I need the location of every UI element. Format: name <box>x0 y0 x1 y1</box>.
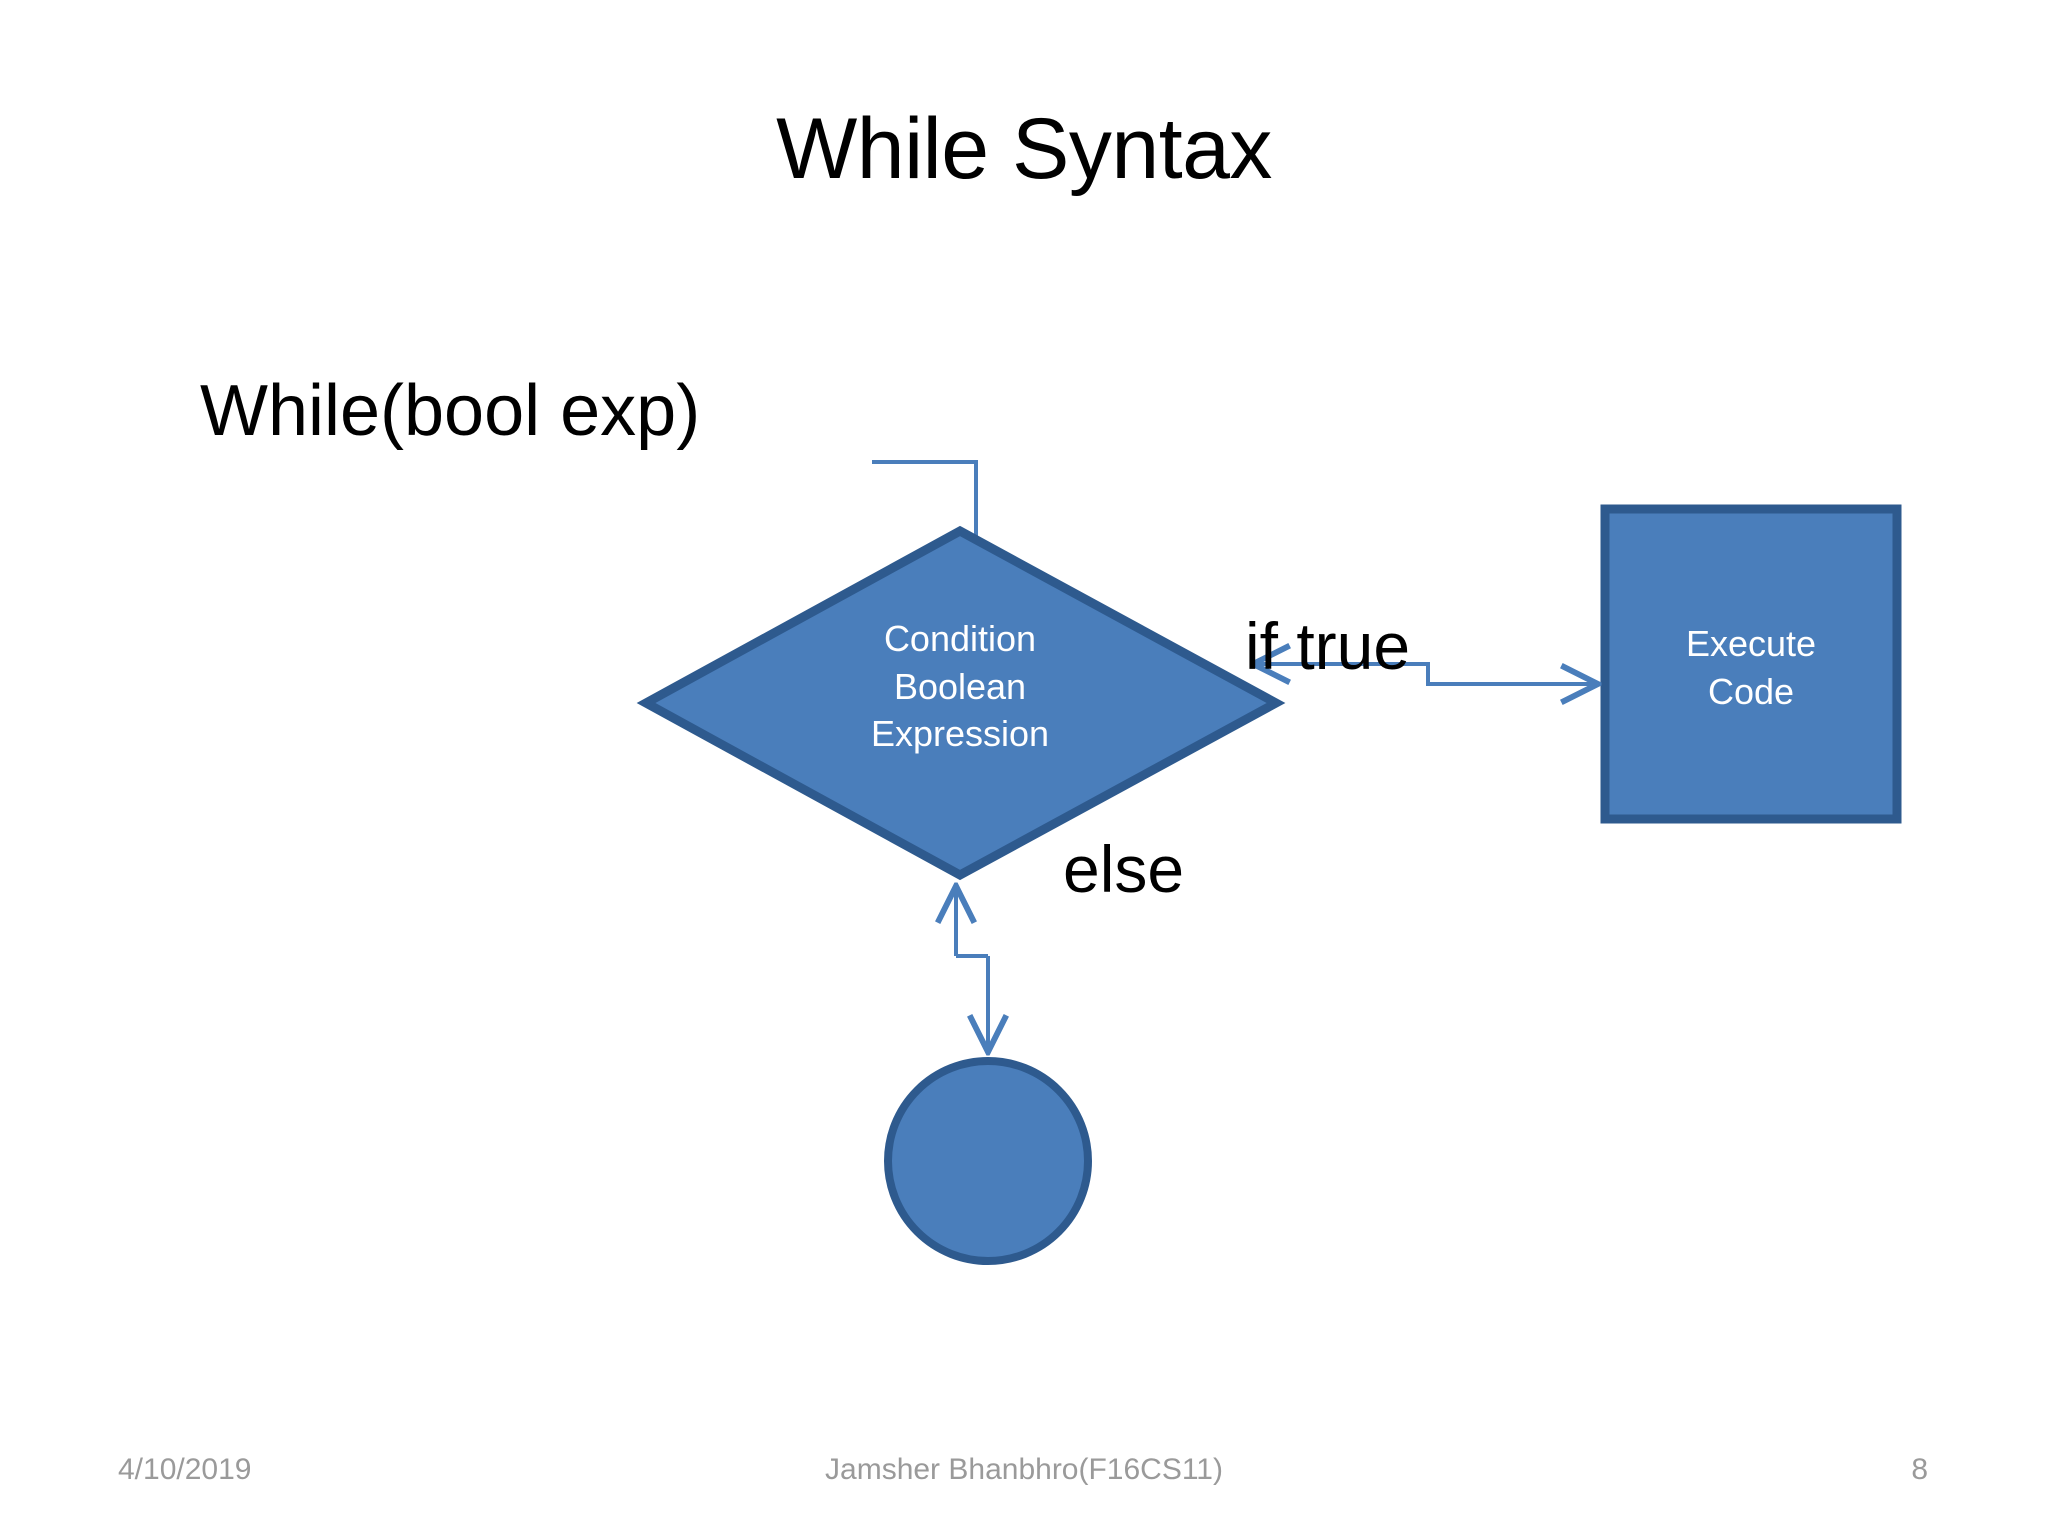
page-title: While Syntax <box>776 101 1272 197</box>
terminator-circle-shape[interactable] <box>884 1057 1092 1265</box>
footer-date: 4/10/2019 <box>118 1453 252 1486</box>
footer-page-number: 8 <box>1911 1453 1928 1486</box>
edge-label-if-true: if true <box>1245 609 1411 683</box>
while-header-label: While(bool exp) <box>200 371 701 451</box>
footer-author: Jamsher Bhanbhro(F16CS11) <box>825 1453 1223 1486</box>
execute-code-label: Execute Code <box>1685 623 1817 712</box>
edge-label-else: else <box>1063 832 1185 906</box>
connector-entry <box>872 460 978 536</box>
condition-diamond-label: Condition Boolean Expression <box>870 618 1050 755</box>
